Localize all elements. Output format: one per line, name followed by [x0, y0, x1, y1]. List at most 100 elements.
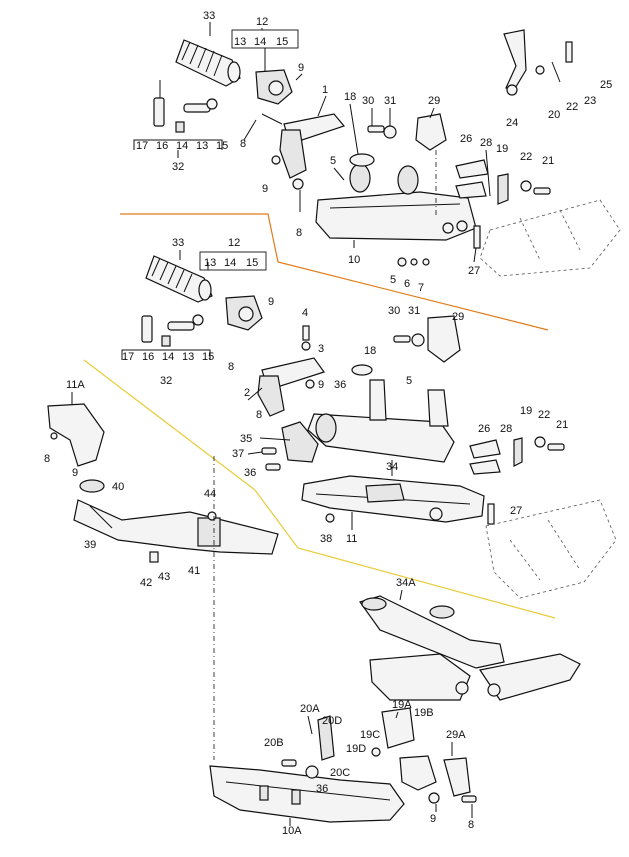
bellows-hose-33: [175, 39, 241, 87]
callout-19c: 19C: [360, 729, 380, 741]
callout-21: 21: [542, 155, 554, 167]
callout-18: 18: [344, 91, 356, 103]
callout-33: 33: [172, 237, 184, 249]
bracket-19-20: [281, 707, 477, 804]
callout-2: 2: [244, 387, 250, 399]
hardware-cluster-32-mid: [121, 314, 211, 360]
callout-38: 38: [320, 533, 332, 545]
callout-9: 9: [318, 379, 324, 391]
heat-control-valve-12: [231, 29, 299, 105]
callout-22: 22: [566, 101, 578, 113]
callout-19: 19: [520, 405, 532, 417]
callout-20a: 20A: [300, 703, 320, 715]
callout-5: 5: [406, 375, 412, 387]
callout-26: 26: [460, 133, 472, 145]
leader-lines: [71, 22, 477, 826]
callout-9: 9: [268, 296, 274, 308]
callout-12: 12: [228, 237, 240, 249]
callout-33: 33: [203, 10, 215, 22]
callout-5: 5: [330, 155, 336, 167]
callout-3: 3: [318, 343, 324, 355]
callout-20b: 20B: [264, 737, 284, 749]
callout-19b: 19B: [414, 707, 434, 719]
callout-9: 9: [298, 62, 304, 74]
callout-23: 23: [584, 95, 596, 107]
callout-8: 8: [44, 453, 50, 465]
callout-20c: 20C: [330, 767, 350, 779]
callout-29a: 29A: [446, 729, 466, 741]
callout-34a: 34A: [396, 577, 416, 589]
callout-28: 28: [500, 423, 512, 435]
callout-10: 10: [348, 254, 360, 266]
callout-15: 15: [216, 140, 228, 152]
engine-outline-mid: [485, 499, 617, 599]
callout-9: 9: [72, 467, 78, 479]
callout-36: 36: [316, 783, 328, 795]
callout-13: 13: [196, 140, 208, 152]
callout-25: 25: [600, 79, 612, 91]
callout-36: 36: [244, 467, 256, 479]
catalytic-pipe-34A: [359, 595, 581, 701]
callout-30: 30: [362, 95, 374, 107]
callout-13: 13: [182, 351, 194, 363]
small-hardware-5-7: [397, 225, 481, 267]
callout-20: 20: [548, 109, 560, 121]
callout-14: 14: [162, 351, 174, 363]
heat-exchanger-35-36: [261, 421, 319, 471]
callout-31: 31: [408, 305, 420, 317]
callout-29: 29: [452, 311, 464, 323]
heat-exchanger-plate-2: [257, 325, 325, 417]
callout-15: 15: [246, 257, 258, 269]
callout-8: 8: [296, 227, 302, 239]
callout-11a: 11A: [66, 379, 85, 391]
callout-41: 41: [188, 565, 200, 577]
muffler-11: [301, 475, 485, 523]
callout-8: 8: [256, 409, 262, 421]
callout-21: 21: [556, 419, 568, 431]
callout-9: 9: [430, 813, 436, 825]
callout-26: 26: [478, 423, 490, 435]
callout-20d: 20D: [322, 715, 342, 727]
callout-14: 14: [254, 36, 266, 48]
callout-16: 16: [156, 140, 168, 152]
callout-27: 27: [468, 265, 480, 277]
callout-19d: 19D: [346, 743, 366, 755]
heat-exchanger-plate-1: [261, 113, 346, 212]
callout-7: 7: [418, 282, 424, 294]
callout-29: 29: [428, 95, 440, 107]
callout-13: 13: [234, 36, 246, 48]
callout-11: 11: [346, 533, 357, 545]
bracket-assembly-20-25: [503, 29, 573, 96]
clamp-parts-19-28-mid: [469, 436, 565, 525]
bracket-41-44: [149, 456, 221, 760]
callout-24: 24: [506, 117, 518, 129]
callout-16: 16: [142, 351, 154, 363]
callout-32: 32: [172, 161, 184, 173]
callout-labels: 33 12 13 14 15 9 1 18 30 31 29 17 16 14 …: [44, 10, 612, 837]
callout-15: 15: [202, 351, 214, 363]
callout-19: 19: [496, 143, 508, 155]
callout-30: 30: [388, 305, 400, 317]
engine-outline-top: [479, 199, 621, 277]
callout-13: 13: [204, 257, 216, 269]
callout-31: 31: [384, 95, 396, 107]
heat-control-valve-12-mid: [199, 251, 267, 331]
callout-36: 36: [334, 379, 346, 391]
callout-18: 18: [364, 345, 376, 357]
bellows-hose-33-mid: [145, 255, 213, 303]
callout-14: 14: [224, 257, 236, 269]
callout-17: 17: [122, 351, 134, 363]
callout-37: 37: [232, 448, 244, 460]
callout-8: 8: [468, 819, 474, 831]
callout-42: 42: [140, 577, 152, 589]
callout-17: 17: [136, 140, 148, 152]
callout-14: 14: [176, 140, 188, 152]
callout-44: 44: [204, 488, 216, 500]
callout-43: 43: [158, 571, 170, 583]
callout-22: 22: [538, 409, 550, 421]
callout-40: 40: [112, 481, 124, 493]
callout-12: 12: [256, 16, 268, 28]
callout-8: 8: [240, 138, 246, 150]
